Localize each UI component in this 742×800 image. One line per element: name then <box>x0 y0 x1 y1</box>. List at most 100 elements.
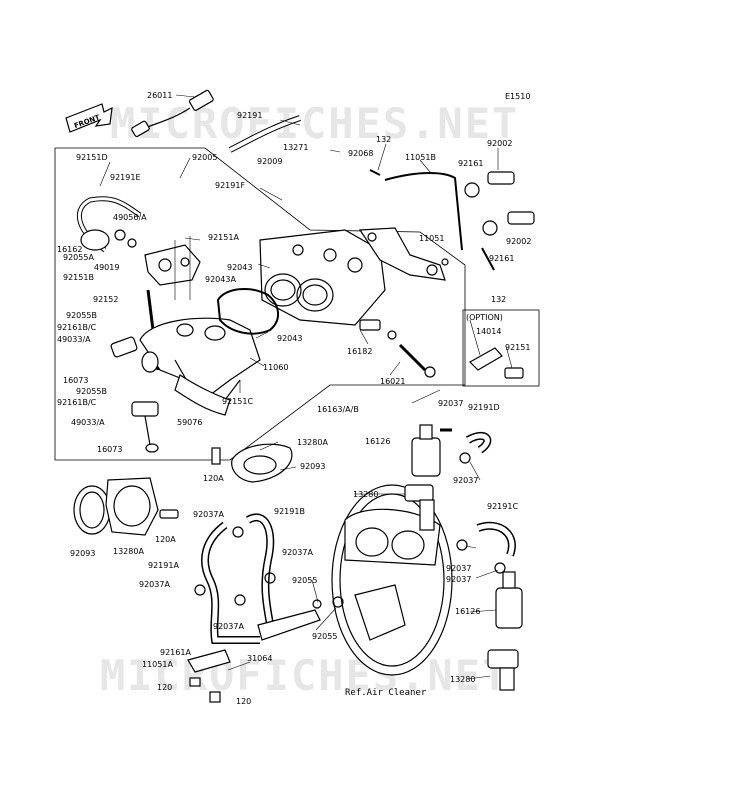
label-13271: 13271 <box>283 143 308 152</box>
label-16021: 16021 <box>380 377 405 386</box>
label-49019: 49019 <box>94 263 119 272</box>
label-49033A-a: 49033/A <box>57 335 91 344</box>
label-120A-low: 120A <box>155 535 176 544</box>
gasket-11060 <box>216 288 279 335</box>
label-16182: 16182 <box>347 347 372 356</box>
label-92055-a: 92055 <box>292 576 317 585</box>
label-92055-b: 92055 <box>312 632 337 641</box>
label-92191F: 92191F <box>215 181 245 190</box>
bracket-11051A <box>187 649 231 673</box>
label-92161A: 92161A <box>160 648 191 657</box>
label-16126-a: 16126 <box>365 437 390 446</box>
pipe-31064 <box>257 596 344 641</box>
wiring-harness <box>131 89 214 138</box>
label-26011: 26011 <box>147 91 172 100</box>
label-92037-c: 92037 <box>446 564 471 573</box>
label-92055B-a: 92055B <box>66 311 97 320</box>
label-92191C: 92191C <box>487 502 518 511</box>
label-92037-b: 92037 <box>453 476 478 485</box>
label-92161-top: 92161 <box>458 159 483 168</box>
label-16073-b: 16073 <box>97 445 122 454</box>
label-92037A-d: 92037A <box>213 622 244 631</box>
cap-13280-lower <box>487 649 519 691</box>
label-92043-b: 92043 <box>277 334 302 343</box>
label-120-a: 120 <box>157 683 172 692</box>
label-92161BC-a: 92161B/C <box>57 323 97 332</box>
leader-lines <box>99 94 513 680</box>
option-label: (OPTION) <box>466 313 503 322</box>
label-11051A: 11051A <box>142 660 173 669</box>
sensor-16182 <box>359 319 436 378</box>
plate-13280A-mid <box>231 443 293 483</box>
label-92151: 92151 <box>505 343 530 352</box>
label-92043A: 92043A <box>205 275 236 284</box>
watermark-bottom: MICROFICHES.NET <box>100 651 509 700</box>
injector-upper <box>110 336 159 373</box>
label-120A-mid: 120A <box>203 474 224 483</box>
fuel-filter-lower <box>495 571 523 629</box>
label-16073-a: 16073 <box>63 376 88 385</box>
label-92055A: 92055A <box>63 253 94 262</box>
label-11051: 11051 <box>419 234 444 243</box>
label-92151D: 92151D <box>76 153 108 162</box>
label-59076: 59076 <box>177 418 202 427</box>
label-92009: 92009 <box>257 157 282 166</box>
assembly-frame <box>54 147 466 461</box>
label-92151A: 92151A <box>208 233 239 242</box>
label-16126-b: 16126 <box>455 607 480 616</box>
injector-lower <box>131 401 159 453</box>
label-13280-mid: 13280 <box>353 490 378 499</box>
label-92151C: 92151C <box>222 397 253 406</box>
label-11060: 11060 <box>263 363 288 372</box>
label-92191A: 92191A <box>148 561 179 570</box>
label-92037A-a: 92037A <box>193 510 224 519</box>
label-92191E: 92191E <box>110 173 141 182</box>
label-49056A: 49056/A <box>113 213 147 222</box>
label-92055B-b: 92055B <box>76 387 107 396</box>
injector-body <box>139 317 261 416</box>
throttle-body <box>259 229 386 326</box>
label-92161BC-b: 92161B/C <box>57 398 97 407</box>
pressure-regulator <box>80 229 110 251</box>
label-92191B: 92191B <box>274 507 305 516</box>
fuel-filter-upper <box>411 424 492 477</box>
label-92191D: 92191D <box>468 403 500 412</box>
label-92002-top: 92002 <box>487 139 512 148</box>
label-92151B: 92151B <box>63 273 94 282</box>
label-31064: 31064 <box>247 654 272 663</box>
bolt-92002-lower <box>482 211 535 236</box>
label-92037-a: 92037 <box>438 399 463 408</box>
air-cleaner-housing <box>331 484 453 676</box>
label-13280-low: 13280 <box>450 675 475 684</box>
label-92002-bottom: 92002 <box>506 237 531 246</box>
label-92161-bottom: 92161 <box>489 254 514 263</box>
label-120-b: 120 <box>236 697 251 706</box>
linkage-bracket <box>358 172 463 281</box>
bolt-92002-upper <box>464 171 515 198</box>
option-box <box>462 309 540 387</box>
label-92191: 92191 <box>237 111 262 120</box>
ref-air-cleaner: Ref.Air Cleaner <box>345 688 427 698</box>
label-16162: 16162 <box>57 245 82 254</box>
watermark-top: MICROFICHES.NET <box>110 99 519 148</box>
label-132-top: 132 <box>376 135 391 144</box>
label-16163AB: 16163/A/B <box>317 405 359 414</box>
label-132-bottom: 132 <box>491 295 506 304</box>
label-49033A-b: 49033/A <box>71 418 105 427</box>
part-labels: 26011 92191 132 92002 92068 11051B 13271… <box>57 91 531 706</box>
label-92093-mid: 92093 <box>300 462 325 471</box>
label-92037A-b: 92037A <box>282 548 313 557</box>
label-92005: 92005 <box>192 153 217 162</box>
label-92068: 92068 <box>348 149 373 158</box>
label-13280A-low: 13280A <box>113 547 144 556</box>
figure-code: E1510 <box>505 92 530 101</box>
option-cover <box>469 347 503 371</box>
cap-13280-mid <box>404 484 435 531</box>
label-92037A-c: 92037A <box>139 580 170 589</box>
front-arrow-icon: FRONT <box>65 103 113 133</box>
option-bolt <box>504 367 524 379</box>
label-92093-low: 92093 <box>70 549 95 558</box>
label-14014: 14014 <box>476 327 501 336</box>
label-11051B: 11051B <box>405 153 436 162</box>
